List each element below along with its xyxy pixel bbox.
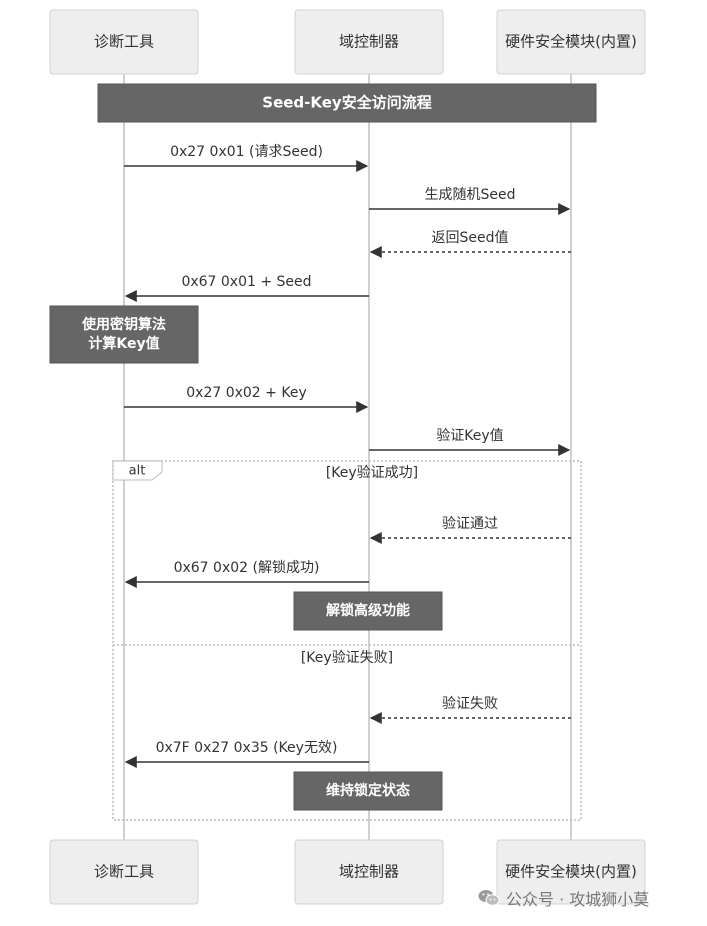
message-label: 0x67 0x01 + Seed <box>181 274 311 290</box>
message-label: 返回Seed值 <box>432 230 509 246</box>
note-text: 解锁高级功能 <box>326 602 410 619</box>
note-3: 维持锁定状态 <box>293 771 443 811</box>
participant-box <box>49 9 199 75</box>
participant-label: 硬件安全模块(内置) <box>505 863 637 881</box>
alt-keyword-tab <box>112 460 163 481</box>
message-10: 0x7F 0x27 0x35 (Key无效) <box>124 740 369 768</box>
note-text: 维持锁定状态 <box>326 782 410 799</box>
message-7: 验证通过 <box>369 516 571 544</box>
message-1: 0x27 0x01 (请求Seed) <box>124 144 369 172</box>
note-box <box>49 305 199 364</box>
wechat-icon <box>478 890 500 906</box>
participant-label: 诊断工具 <box>94 33 154 51</box>
participant-label: 域控制器 <box>339 33 399 51</box>
note-box <box>293 591 443 631</box>
message-label: 0x27 0x02 + Key <box>186 385 306 401</box>
message-8: 0x67 0x02 (解锁成功) <box>124 560 369 588</box>
alt-condition-success: [Key验证成功] <box>326 465 418 481</box>
message-4: 0x67 0x01 + Seed <box>124 274 369 302</box>
note-2: 解锁高级功能 <box>293 591 443 631</box>
message-label: 0x67 0x02 (解锁成功) <box>174 560 320 576</box>
note-text: 计算Key值 <box>88 335 159 352</box>
participant-box <box>294 9 444 75</box>
participant-label: 域控制器 <box>339 863 399 881</box>
message-label: 0x7F 0x27 0x35 (Key无效) <box>156 740 338 756</box>
participant-box <box>294 839 444 905</box>
alt-condition-failure: [Key验证失败] <box>301 650 393 666</box>
message-3: 返回Seed值 <box>369 230 571 258</box>
message-6: 验证Key值 <box>369 428 571 456</box>
message-9: 验证失败 <box>369 696 571 724</box>
message-label: 验证失败 <box>442 696 498 712</box>
note-box <box>293 771 443 811</box>
alt-frame <box>112 460 582 821</box>
title-note-box <box>97 83 597 123</box>
message-label: 0x27 0x01 (请求Seed) <box>170 144 323 160</box>
participant-label: 诊断工具 <box>94 863 154 881</box>
participant-ctrl-bottom: 域控制器 <box>294 839 444 905</box>
title-note: Seed-Key安全访问流程 <box>97 83 597 123</box>
alt-keyword: alt <box>129 464 146 479</box>
participant-label: 硬件安全模块(内置) <box>505 33 637 51</box>
title-note-text: Seed-Key安全访问流程 <box>262 94 431 112</box>
message-label: 验证通过 <box>442 516 498 532</box>
participant-box <box>496 839 646 905</box>
lifelines-layer <box>123 74 572 840</box>
alt-block-layer: alt [Key验证成功] [Key验证失败] <box>112 460 582 821</box>
participant-box <box>496 9 646 75</box>
watermark: 公众号 · 攻城狮小莫 <box>478 886 649 910</box>
participant-box <box>49 839 199 905</box>
participant-tool-bottom: 诊断工具 <box>49 839 199 905</box>
participant-hsm-bottom: 硬件安全模块(内置) <box>496 839 646 905</box>
messages-layer: 0x27 0x01 (请求Seed) 生成随机Seed 返回Seed值 0x67 0x… <box>124 144 571 768</box>
message-label: 验证Key值 <box>436 428 503 444</box>
participant-tool-top: 诊断工具 <box>49 9 199 75</box>
watermark-text: 公众号 · 攻城狮小莫 <box>506 890 650 909</box>
participant-ctrl-top: 域控制器 <box>294 9 444 75</box>
participant-hsm-top: 硬件安全模块(内置) <box>496 9 646 75</box>
message-2: 生成随机Seed <box>369 187 571 215</box>
message-5: 0x27 0x02 + Key <box>124 385 369 413</box>
alt-block: alt [Key验证成功] [Key验证失败] <box>112 460 582 821</box>
message-label: 生成随机Seed <box>425 187 516 203</box>
note-text: 使用密钥算法 <box>81 316 166 333</box>
